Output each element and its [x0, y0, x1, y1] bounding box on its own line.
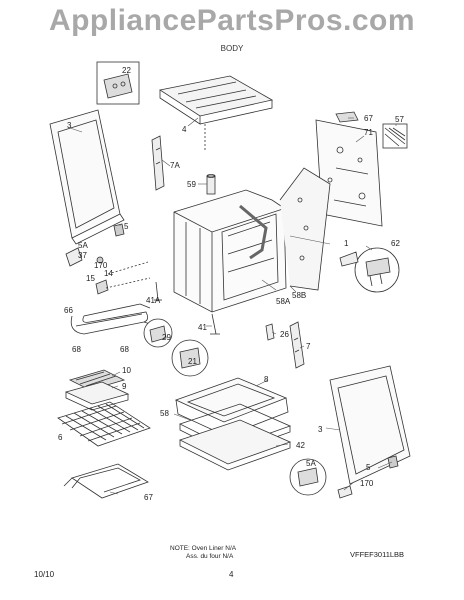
callout-26: 26: [280, 330, 289, 339]
callout-5-right: 5: [366, 463, 371, 472]
callout-21: 21: [188, 357, 197, 366]
part-41a-sensor[interactable]: [154, 281, 162, 301]
callout-3: 3: [67, 121, 72, 130]
callout-59: 59: [187, 180, 196, 189]
callout-66: 66: [64, 306, 73, 315]
callout-37: 37: [78, 251, 87, 260]
part-59-cylinder[interactable]: [206, 174, 216, 195]
leader-lines: [69, 117, 397, 495]
callout-41: 41: [198, 323, 207, 332]
callout-15: 15: [86, 274, 95, 283]
part-71-back-panel[interactable]: [315, 119, 383, 227]
callout-5a: 5A: [78, 241, 88, 250]
callout-42: 42: [296, 441, 305, 450]
part-7a-hinge[interactable]: [151, 135, 165, 191]
callout-58: 58: [160, 409, 169, 418]
part-29-inset[interactable]: [143, 318, 173, 348]
part-66-68-broil-element[interactable]: [70, 303, 151, 335]
watermark-logo: AppliancePartsPros.com: [48, 4, 416, 37]
part-57-vent[interactable]: [382, 123, 408, 149]
note-oven-liner: NOTE: Oven Liner N/A: [170, 545, 237, 552]
part-26-clip[interactable]: [265, 323, 275, 341]
callout-57: 57: [395, 115, 404, 124]
callout-29: 29: [162, 333, 171, 342]
callout-5a-right: 5A: [306, 459, 316, 468]
callout-58b: 58B: [292, 291, 306, 300]
part-67-bake-element[interactable]: [63, 463, 149, 499]
callout-22: 22: [122, 66, 131, 75]
callout-10: 10: [122, 366, 131, 375]
callout-170-right: 170: [360, 479, 374, 488]
callout-62: 62: [391, 239, 400, 248]
callout-68-right: 68: [120, 345, 129, 354]
note-oven-liner-fr: Ass. du four N/A: [186, 553, 234, 560]
callout-5: 5: [124, 222, 129, 231]
callout-1: 1: [344, 239, 349, 248]
part-4-top-panel[interactable]: [158, 75, 274, 150]
part-5-170-right-hardware[interactable]: [337, 455, 399, 499]
part-3-right-side-panel[interactable]: [329, 365, 411, 485]
callout-9: 9: [122, 382, 127, 391]
section-title: BODY: [220, 44, 244, 53]
callout-labels: 3 22 4 67 71 57 7A 59 5 5A 37 170 15 14 …: [58, 66, 404, 502]
callout-58a: 58A: [276, 297, 291, 306]
callout-71: 71: [364, 128, 373, 137]
callout-7a: 7A: [170, 161, 180, 170]
part-62-terminal-block[interactable]: [339, 247, 400, 293]
callout-4: 4: [182, 125, 187, 134]
part-7-hinge[interactable]: [289, 321, 305, 369]
part-41-bracket[interactable]: [210, 313, 220, 335]
callout-8: 8: [264, 375, 269, 384]
callout-67-bake: 67: [144, 493, 153, 502]
callout-41a: 41A: [146, 296, 161, 305]
part-42-drawer-panel[interactable]: [178, 419, 292, 471]
part-10-broiler-pan-insert[interactable]: [68, 369, 126, 391]
part-3-left-side-panel[interactable]: [49, 109, 125, 245]
oven-body-frame[interactable]: [173, 167, 331, 313]
model-code: VFFEF3011LBB: [350, 550, 405, 559]
part-22-bracket[interactable]: [96, 61, 140, 105]
callout-68-left: 68: [72, 345, 81, 354]
footer-page-number: 4: [229, 570, 234, 579]
callout-3-right: 3: [318, 425, 323, 434]
part-67-plate[interactable]: [335, 111, 359, 123]
part-5a-37-170-left-hardware[interactable]: [65, 223, 151, 295]
part-6-oven-rack[interactable]: [57, 401, 151, 447]
part-9-broiler-pan[interactable]: [64, 381, 130, 411]
part-5a-right-inset[interactable]: [289, 458, 327, 496]
footer-date: 10/10: [34, 570, 55, 579]
callout-14: 14: [104, 269, 113, 278]
callout-67: 67: [364, 114, 373, 123]
part-21-inset[interactable]: [171, 339, 209, 377]
callout-6: 6: [58, 433, 63, 442]
callout-170: 170: [94, 261, 108, 270]
callout-7: 7: [306, 342, 311, 351]
